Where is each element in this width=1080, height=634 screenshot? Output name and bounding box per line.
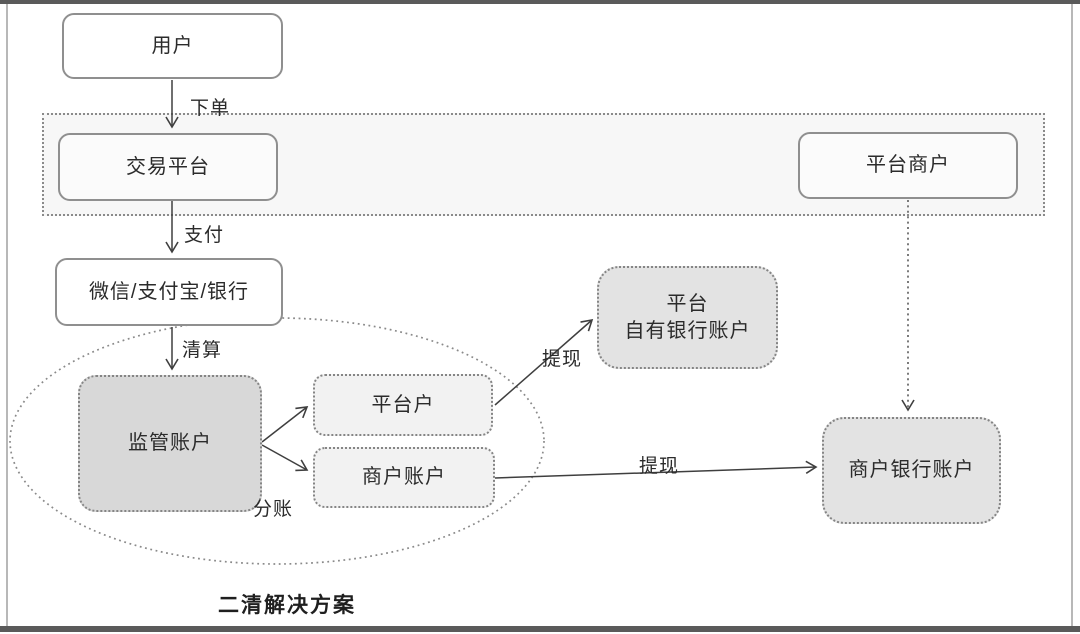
node-payment-channels-label: 微信/支付宝/银行 [88,280,250,303]
edge-label-place-order: 下单 [190,98,231,119]
node-merchant-bank-account-label: 商户银行账户 [848,459,975,481]
node-merchant-sub-account-label: 商户账户 [362,466,446,488]
node-supervision-account-label: 监管账户 [128,432,212,454]
node-user-label: 用户 [151,34,194,57]
diagram-caption: 二清解决方案 [218,594,356,617]
node-platform-own-bank-account-label-line2: 自有银行账户 [624,319,751,342]
frame-top-bar [0,0,1080,4]
node-platform-merchant-label: 平台商户 [866,154,950,176]
edge-supervision-to-platform-sub [261,406,309,443]
node-merchant-sub-account: 商户账户 [313,447,495,508]
edge-supervision-to-merchant-sub [261,444,309,472]
node-platform-own-bank-account-label-line1: 平台 [666,292,709,315]
frame-bottom-bar [0,626,1080,632]
node-trading-platform: 交易平台 [58,133,278,201]
node-payment-channels: 微信/支付宝/银行 [55,258,283,326]
node-platform-sub-account: 平台户 [313,374,493,436]
node-platform-merchant: 平台商户 [798,132,1018,199]
node-platform-own-bank-account: 平台 自有银行账户 [597,266,778,369]
node-merchant-bank-account: 商户银行账户 [822,417,1001,524]
edge-label-split: 分账 [253,499,294,520]
edge-label-pay: 支付 [184,225,225,246]
node-trading-platform-label: 交易平台 [126,155,210,178]
node-user: 用户 [62,13,283,79]
node-platform-sub-account-label: 平台户 [371,393,435,416]
node-supervision-account: 监管账户 [78,375,262,512]
edge-label-withdraw-platform: 提现 [542,349,583,370]
edge-label-clearing: 清算 [182,340,223,361]
edge-label-withdraw-merchant: 提现 [639,456,680,477]
frame-right-border [1071,4,1073,626]
frame-left-border [6,4,8,626]
